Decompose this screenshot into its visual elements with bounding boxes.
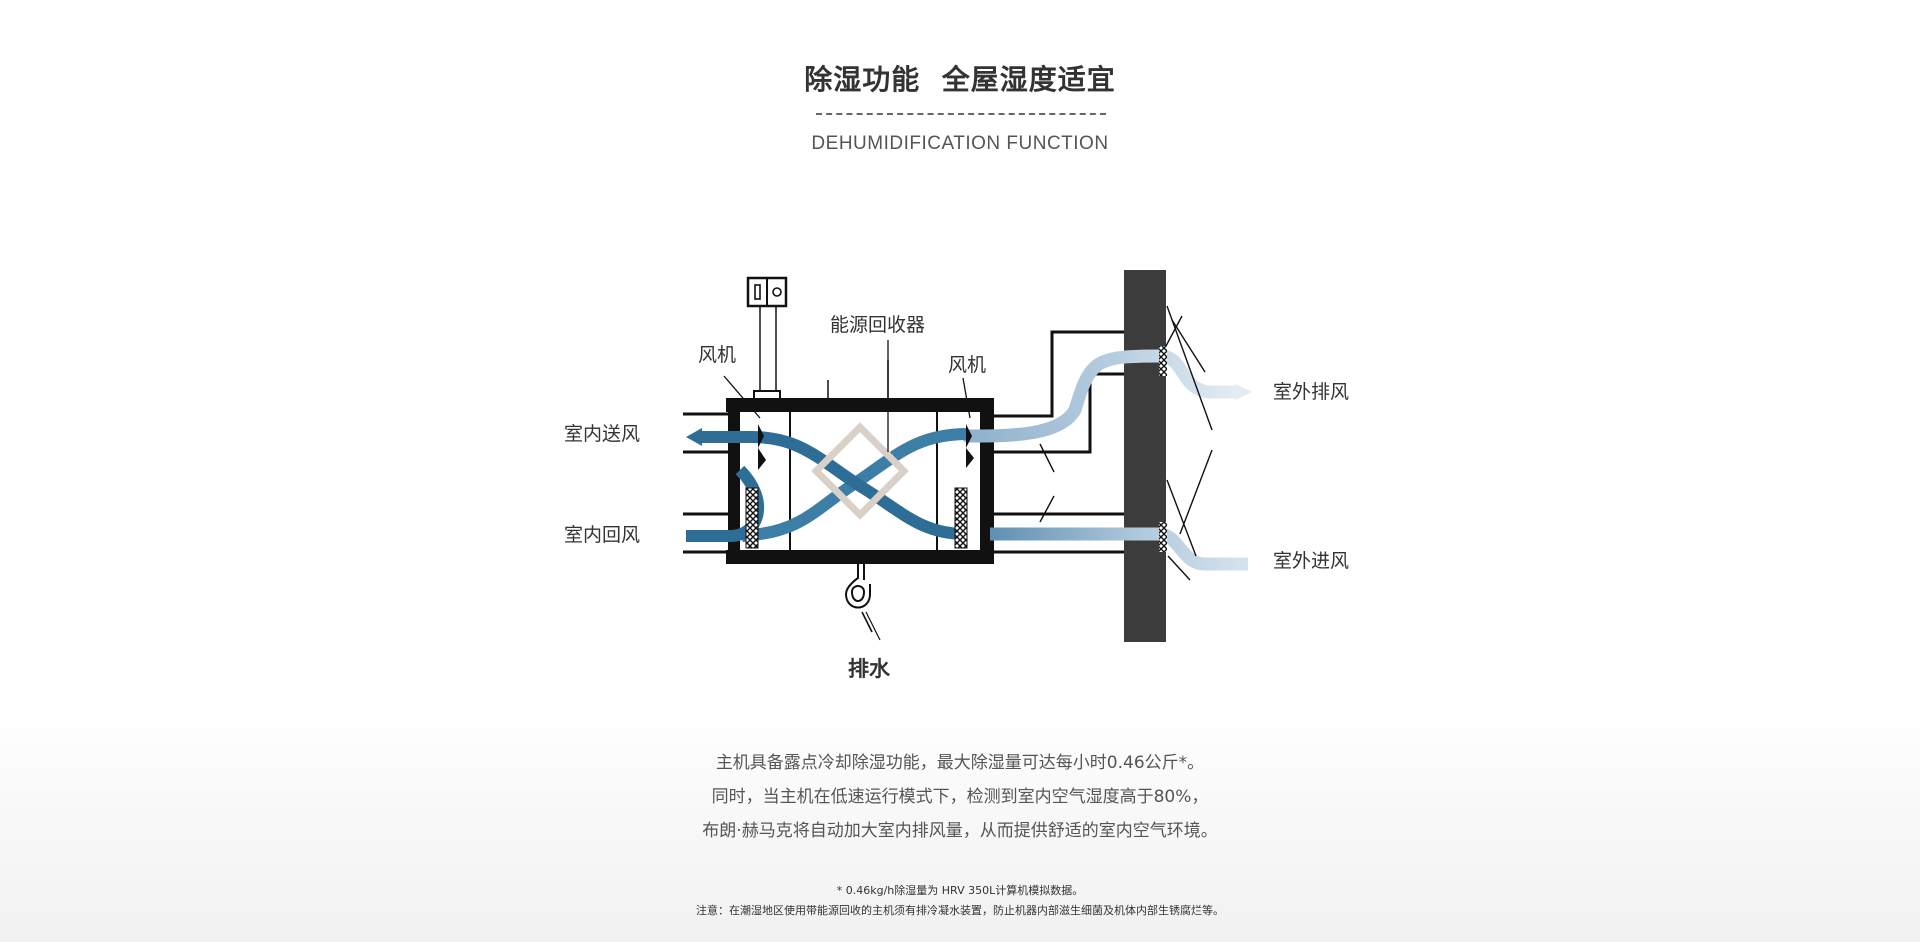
label-outdoor-intake: 室外进风	[1273, 550, 1349, 572]
exterior-wall	[1124, 270, 1166, 642]
filter-left	[745, 487, 759, 549]
drain-trap-icon	[844, 564, 881, 641]
intake-air-flow	[990, 527, 1248, 571]
label-drain: 排水	[848, 657, 891, 681]
label-energy-recovery: 能源回收器	[830, 314, 925, 336]
label-fan-right: 风机	[948, 354, 986, 376]
controller-icon	[746, 276, 788, 400]
label-leader-lines	[723, 340, 971, 452]
page-title: 除湿功能 全屋湿度适宜	[804, 63, 1116, 96]
description-line-3: 布朗·赫马克将自动加大室内排风量，从而提供舒适的室内空气环境。	[702, 821, 1218, 841]
description-line-2: 同时，当主机在低速运行模式下，检测到室内空气湿度高于80%，	[711, 787, 1209, 807]
description-line-1: 主机具备露点冷却除湿功能，最大除湿量可达每小时0.46公斤*。	[715, 753, 1205, 773]
main-unit-housing	[726, 360, 994, 564]
label-fan-left: 风机	[698, 344, 736, 366]
label-outdoor-exhaust: 室外排风	[1273, 381, 1349, 403]
supply-arrow-icon	[686, 428, 702, 446]
fan-left-icon	[758, 424, 766, 470]
label-indoor-return: 室内回风	[564, 524, 640, 546]
energy-recovery-core	[811, 422, 909, 520]
footnote: * 0.46kg/h除湿量为 HRV 350L计算机模拟数据。	[836, 884, 1084, 897]
page-subtitle: DEHUMIDIFICATION FUNCTION	[811, 133, 1109, 154]
label-indoor-supply: 室内送风	[564, 423, 640, 445]
fan-right-icon	[966, 424, 974, 468]
warning-note: 注意：在潮湿地区使用带能源回收的主机须有排冷凝水装置，防止机器内部滋生细菌及机体…	[696, 904, 1224, 917]
title-divider	[816, 113, 1106, 115]
indoor-supply-flow	[700, 431, 966, 540]
filter-right	[954, 487, 968, 549]
exhaust-arrow-icon	[1235, 384, 1252, 400]
exhaust-air-flow	[961, 349, 1242, 443]
wall-leader-lines	[1165, 305, 1213, 581]
